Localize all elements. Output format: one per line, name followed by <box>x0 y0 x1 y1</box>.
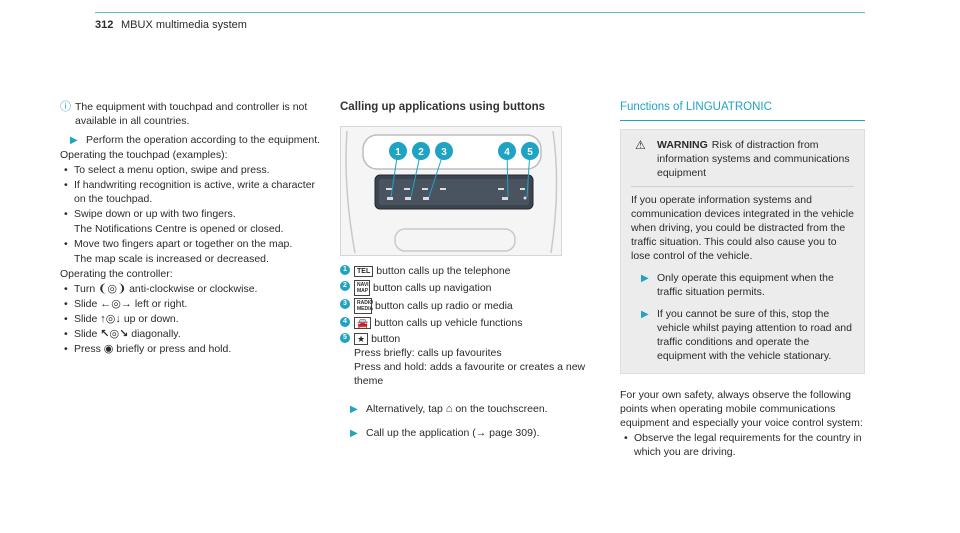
touchpad-list: To select a menu option, swipe and press… <box>60 163 326 266</box>
home-icon: ⌂ <box>445 403 453 415</box>
list-item: Turn ❨◎❩ anti-clockwise or clockwise. <box>60 282 326 296</box>
instruction-step: ▶ Call up the application (→ page 309). <box>340 426 610 440</box>
warning-step: ▶ If you cannot be sure of this, stop th… <box>641 308 852 362</box>
list-item: Slide ↑◎↓ up or down. <box>60 312 326 326</box>
section-title-link[interactable]: Functions of LINGUATRONIC <box>620 100 865 121</box>
controller-turn-icon: ❨◎❩ <box>98 283 127 295</box>
controller-slide-ud-icon: ↑◎↓ <box>100 313 121 325</box>
list-item: Move two fingers apart or together on th… <box>60 237 326 266</box>
info-note: ⓘ The equipment with touchpad and contro… <box>60 100 326 128</box>
step-text: Perform the operation according to the e… <box>86 134 321 146</box>
list-item: Slide ↖◎↘ diagonally. <box>60 327 326 341</box>
list-item: Swipe down or up with two fingers. The N… <box>60 207 326 236</box>
controller-slide-diag-icon: ↖◎↘ <box>100 328 129 340</box>
list-item: 4 🚘button calls up vehicle functions <box>340 316 610 330</box>
callout-number: 4 <box>340 317 350 327</box>
callout-number: 2 <box>340 281 350 291</box>
list-item: To select a menu option, swipe and press… <box>60 163 326 177</box>
step-arrow-icon: ▶ <box>641 309 649 320</box>
controller-slide-lr-icon: ←◎→ <box>100 298 132 310</box>
figure-callout: 4 <box>504 147 510 158</box>
instruction-step: ▶ Perform the operation according to the… <box>60 133 326 147</box>
column-controls: ⓘ The equipment with touchpad and contro… <box>60 100 326 356</box>
button-panel-figure: 1 2 3 4 5 <box>340 126 562 256</box>
callout-number: 1 <box>340 265 350 275</box>
header-rule <box>95 12 865 13</box>
info-note-text: The equipment with touchpad and controll… <box>75 101 308 127</box>
vehicle-key-icon: 🚘 <box>354 317 372 330</box>
list-item: Observe the legal requirements for the c… <box>620 431 865 459</box>
page-reference-link[interactable]: Call up the application (→ page 309). <box>366 427 540 439</box>
list-item: Press ◉ briefly or press and hold. <box>60 342 326 356</box>
callout-number: 3 <box>340 299 350 309</box>
warning-body: If you operate information systems and c… <box>631 194 854 262</box>
column-buttons: Calling up applications using buttons <box>340 100 610 440</box>
tel-key-icon: TEL <box>354 265 374 277</box>
step-arrow-icon: ▶ <box>350 404 358 415</box>
safety-list: Observe the legal requirements for the c… <box>620 431 865 459</box>
controller-intro: Operating the controller: <box>60 268 173 280</box>
safety-paragraph: For your own safety, always observe the … <box>620 389 863 429</box>
page-number: 312 <box>95 19 114 31</box>
button-panel-illustration: 1 2 3 4 5 <box>341 127 561 255</box>
section-title: Calling up applications using buttons <box>340 101 546 113</box>
warning-label: WARNING <box>657 139 708 151</box>
list-item: Slide ←◎→ left or right. <box>60 297 326 311</box>
navi-key-icon: NAVI MAP <box>354 280 370 296</box>
page-header: 312 MBUX multimedia system <box>95 0 865 40</box>
figure-callout: 3 <box>441 147 447 158</box>
controller-list: Turn ❨◎❩ anti-clockwise or clockwise. Sl… <box>60 282 326 356</box>
warning-divider <box>631 186 854 187</box>
callout-number: 5 <box>340 333 350 343</box>
radio-media-key-icon: RADIO MEDIA <box>354 298 373 314</box>
figure-callout: 5 <box>527 147 533 158</box>
step-arrow-icon: ▶ <box>641 273 649 284</box>
instruction-step: ▶ Alternatively, tap ⌂ on the touchscree… <box>350 403 548 415</box>
step-arrow-icon: ▶ <box>70 135 78 146</box>
list-item: If handwriting recognition is active, wr… <box>60 178 326 206</box>
list-item: 5 ★button Press briefly: calls up favour… <box>340 332 610 388</box>
touchpad-intro: Operating the touchpad (examples): <box>60 149 228 161</box>
warning-step: ▶ Only operate this equipment when the t… <box>641 272 834 298</box>
figure-callout: 2 <box>418 147 424 158</box>
info-icon: ⓘ <box>60 101 71 113</box>
warning-triangle-icon: ⚠ <box>635 138 646 152</box>
controller-press-icon: ◉ <box>103 343 114 355</box>
favourite-key-icon: ★ <box>354 333 369 346</box>
step-arrow-icon: ▶ <box>350 428 358 439</box>
figure-callout: 1 <box>395 147 401 158</box>
page-title: MBUX multimedia system <box>121 19 247 31</box>
